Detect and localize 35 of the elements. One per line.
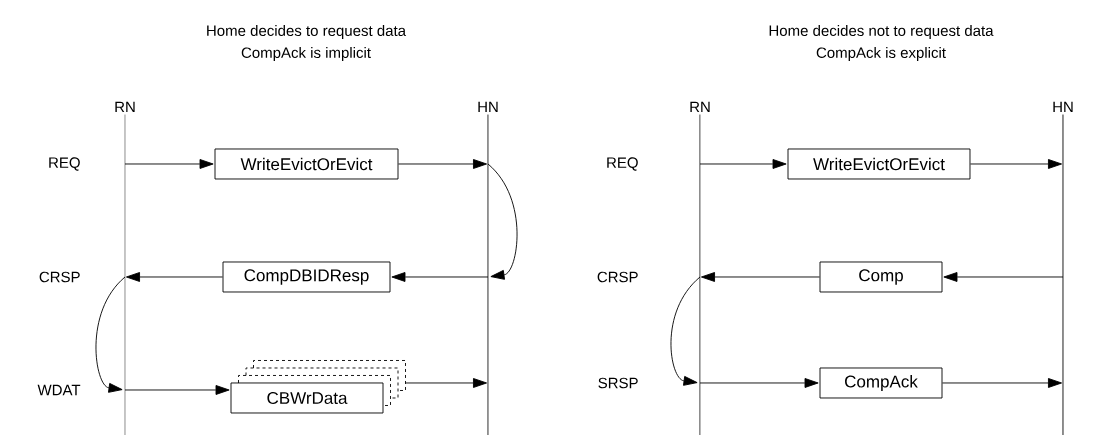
arrow [124, 385, 230, 395]
message-box: CompDBIDResp [222, 261, 391, 293]
arrow [398, 159, 488, 169]
title-line: Home decides not to request data [769, 25, 994, 39]
arrow [943, 272, 1064, 282]
title-line: CompAck is implicit [241, 47, 371, 61]
channel-label: REQ [49, 157, 80, 171]
message-box: WriteEvictOrEvict [214, 148, 399, 180]
arrow [942, 378, 1063, 388]
arrow [487, 163, 518, 280]
arrow [670, 276, 701, 386]
message-box: Comp [819, 261, 943, 293]
message-box: WriteEvictOrEvict [787, 148, 971, 180]
title-line: CompAck is explicit [816, 47, 946, 61]
channel-label: WDAT [37, 384, 81, 396]
arrow [95, 276, 126, 393]
arrow [970, 159, 1063, 169]
lifeline: HN [478, 101, 498, 435]
arrow [126, 272, 223, 282]
stacked-message-box: CBWrData [230, 360, 406, 414]
arrow [405, 378, 488, 388]
arrow [699, 378, 819, 388]
lifeline: RN [690, 101, 710, 435]
lifeline: RN [115, 101, 135, 435]
arrow [700, 272, 820, 282]
channel-label: SRSP [598, 377, 638, 389]
message-box: CompAck [819, 367, 943, 399]
channel-label: REQ [607, 157, 638, 171]
lifeline: HN [1053, 101, 1073, 435]
arrow [699, 159, 787, 169]
channel-label: CRSP [597, 271, 638, 283]
arrow [124, 159, 214, 169]
channel-label: CRSP [39, 271, 80, 283]
arrow [391, 272, 489, 282]
title-line: Home decides to request data [207, 25, 407, 39]
